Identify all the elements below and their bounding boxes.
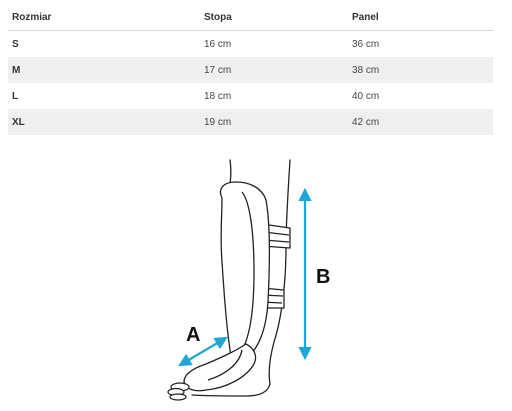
cell-panel: 36 cm [352,38,380,50]
dimension-a-label: A [186,324,200,346]
cell-panel: 38 cm [348,57,493,83]
toes [167,382,190,401]
cell-foot: 18 cm [204,90,232,102]
size-chart-table: Rozmiar Stopa Panel S 16 cm 36 cm M 17 c… [8,4,493,135]
header-size: Rozmiar [8,4,200,31]
dimension-b-label: B [316,266,330,288]
header-foot: Stopa [200,4,348,31]
cell-foot: 17 cm [200,57,348,83]
table-row: M 17 cm 38 cm [8,57,493,83]
dimension-a-arrow [178,336,228,367]
table-row: L 18 cm 40 cm [8,83,493,109]
cell-panel: 40 cm [352,90,380,102]
cell-panel: 42 cm [348,109,493,135]
cell-foot: 19 cm [200,109,348,135]
cell-foot: 16 cm [204,38,232,50]
cell-size: S [12,38,19,50]
leg-sleeve-illustration: A B [167,159,330,401]
cell-size: XL [8,109,200,135]
cell-size: M [8,57,200,83]
cell-size: L [12,90,19,102]
compression-sleeve [183,181,291,392]
table-header-row: Rozmiar Stopa Panel [8,4,493,31]
header-panel: Panel [348,4,493,31]
table-row: XL 19 cm 42 cm [8,109,493,135]
table-row: S 16 cm 36 cm [8,31,493,58]
